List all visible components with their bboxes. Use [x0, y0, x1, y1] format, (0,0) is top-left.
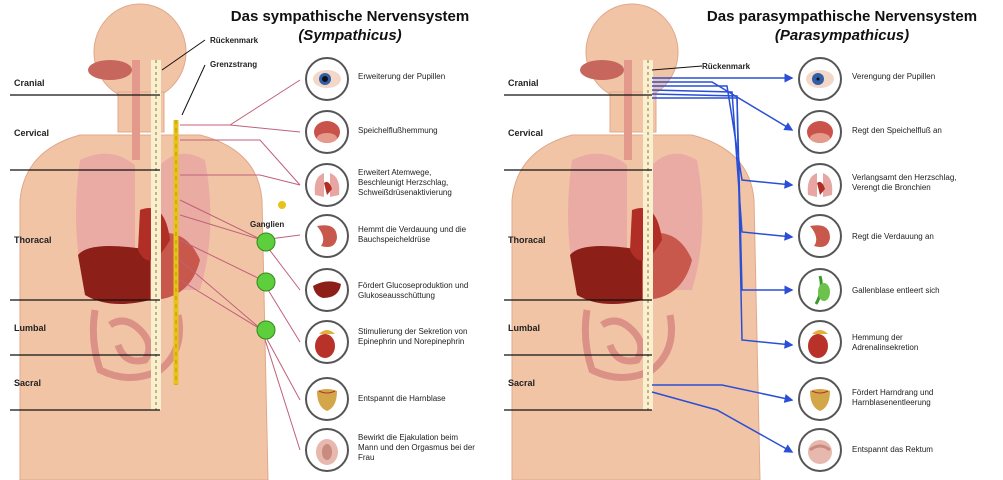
gallbladder-icon: [800, 270, 840, 310]
liver: [78, 246, 150, 304]
sym-organ-lungs: [305, 163, 349, 207]
bladder-icon: [800, 379, 840, 419]
stomach-icon: [307, 216, 347, 256]
sym-effect-5: Fördert Glucoseproduktion und Glukoseaus…: [358, 281, 476, 301]
bladder-icon: [307, 379, 347, 419]
region-lumbal: Lumbal: [14, 323, 46, 333]
para-effect-1: Verengung der Pupillen: [852, 72, 970, 82]
parasympathetic-subtitle: (Parasympathicus): [682, 27, 1002, 44]
region-lumbal: Lumbal: [508, 323, 540, 333]
label-spinal-cord: Rückenmark: [210, 36, 258, 45]
region-thoracal: Thoracal: [14, 235, 52, 245]
reproductive-icon: [307, 430, 347, 470]
reproductive-icon: [800, 430, 840, 470]
throat: [132, 60, 140, 160]
region-sacral: Sacral: [508, 378, 535, 388]
sym-effect-7: Entspannt die Harnblase: [358, 394, 476, 404]
sym-organ-eye: [305, 57, 349, 101]
lungs-heart-icon: [307, 165, 347, 205]
sym-organ-kidney: [305, 320, 349, 364]
para-effect-7: Fördert Harndrang und Harnblasenentleeru…: [852, 388, 970, 408]
stomach-icon: [800, 216, 840, 256]
sym-effect-6: Stimulierung der Sekretion von Epinephri…: [358, 327, 476, 347]
salivary-gland-icon: [800, 112, 840, 152]
region-cervical: Cervical: [14, 128, 49, 138]
region-thoracal: Thoracal: [508, 235, 546, 245]
label-spinal-cord: Rückenmark: [702, 62, 750, 71]
ganglia: [257, 233, 275, 339]
salivary-gland-icon: [307, 112, 347, 152]
nasal-cavity: [88, 60, 132, 80]
para-organ-eye: [798, 57, 842, 101]
sym-organ-stomach: [305, 214, 349, 258]
label-ganglia: Ganglien: [250, 220, 284, 229]
liver-icon: [307, 270, 347, 310]
sym-effect-3: Erweitert Atemwege, Beschleunigt Herzsch…: [358, 168, 476, 198]
liver: [570, 246, 642, 304]
para-effect-2: Regt den Speichelfluß an: [852, 126, 970, 136]
para-organ-gallbladder: [798, 268, 842, 312]
eye-icon: [800, 59, 840, 99]
para-effect-6: Hemmung der Adrenalinsekretion: [852, 333, 970, 353]
kidney-adrenal-icon: [307, 322, 347, 362]
para-effect-5: Gallenblase entleert sich: [852, 286, 970, 296]
region-sacral: Sacral: [14, 378, 41, 388]
sym-effect-4: Hemmt die Verdauung und die Bauchspeiche…: [358, 225, 476, 245]
sympathetic-panel: Das sympathische Nervensystem (Sympathic…: [0, 0, 501, 480]
sympathetic-title: Das sympathische Nervensystem: [200, 8, 500, 26]
eye-icon: [307, 59, 347, 99]
throat: [624, 60, 632, 160]
region-cranial: Cranial: [508, 78, 539, 88]
small-ganglion: [278, 201, 286, 209]
para-organ-bladder: [798, 377, 842, 421]
para-effect-8: Entspannt das Rektum: [852, 445, 970, 455]
para-effect-4: Regt die Verdauung an: [852, 232, 970, 242]
sym-organ-salivary: [305, 110, 349, 154]
sym-effect-2: Speichelflußhemmung: [358, 126, 476, 136]
nasal-cavity: [580, 60, 624, 80]
region-cervical: Cervical: [508, 128, 543, 138]
para-effect-3: Verlangsamt den Herzschlag, Verengt die …: [852, 173, 970, 193]
parasympathetic-title: Das parasympathische Nervensystem: [682, 8, 1002, 26]
sym-organ-bladder: [305, 377, 349, 421]
para-organ-stomach: [798, 214, 842, 258]
region-cranial: Cranial: [14, 78, 45, 88]
label-sympathetic-chain: Grenzstrang: [210, 60, 257, 69]
sym-effect-8: Bewirkt die Ejakulation beim Mann und de…: [358, 433, 476, 463]
para-organ-reproductive: [798, 428, 842, 472]
para-organ-lungs: [798, 163, 842, 207]
kidney-adrenal-icon: [800, 322, 840, 362]
para-organ-kidney: [798, 320, 842, 364]
parasympathetic-panel: Das parasympathische Nervensystem (Paras…: [502, 0, 1003, 480]
sym-effect-1: Erweiterung der Pupillen: [358, 72, 476, 82]
para-organ-salivary: [798, 110, 842, 154]
lungs-heart-icon: [800, 165, 840, 205]
sym-organ-liver: [305, 268, 349, 312]
sym-organ-reproductive: [305, 428, 349, 472]
